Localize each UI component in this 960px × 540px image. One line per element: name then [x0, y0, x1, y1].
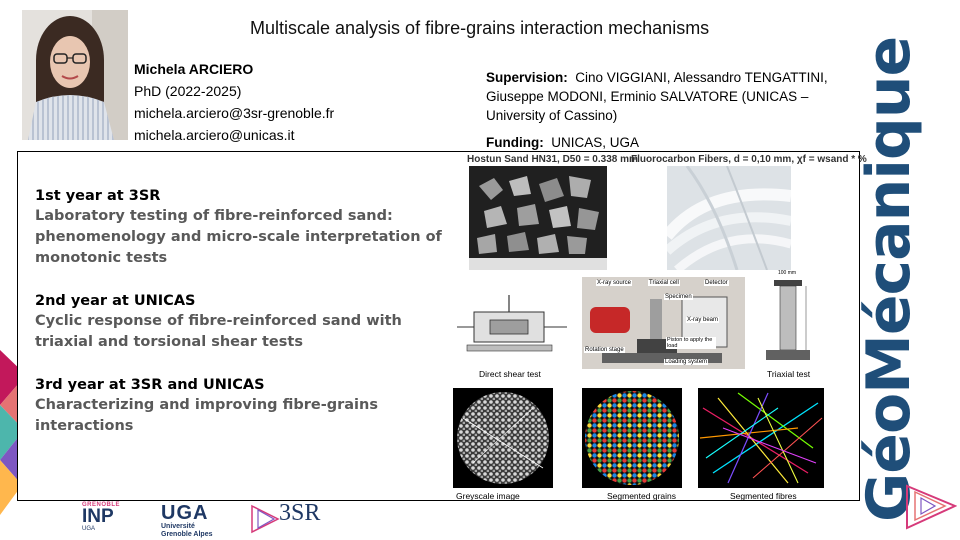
segmented-grains-caption: Segmented grains	[607, 491, 676, 501]
supervision-text: Cino VIGGIANI, Alessandro TENGATTINI, Gi…	[486, 70, 828, 123]
year-description: Characterizing and improving fibre-grain…	[35, 397, 378, 434]
logo-uga-text: UGA	[161, 502, 209, 524]
author-program: PhD (2022-2025)	[134, 83, 242, 99]
year-item-1: 1st year at 3SR Laboratory testing of fi…	[35, 186, 445, 269]
xray-label-cell: Triaxial cell	[648, 280, 680, 286]
3sr-triangle-icon	[251, 504, 280, 534]
xray-label-beam: X-ray beam	[686, 317, 720, 323]
greyscale-caption: Greyscale image	[456, 491, 520, 501]
segmented-fibres-image	[698, 388, 824, 488]
funding: Funding: UNICAS, UGA	[486, 133, 846, 152]
funding-label: Funding:	[486, 135, 544, 150]
xray-label-detector: Detector	[704, 280, 729, 286]
decorative-triangles-right	[906, 484, 957, 530]
xray-label-source: X-ray source	[596, 280, 633, 286]
year-description: Cyclic response of fibre-reinforced sand…	[35, 313, 402, 350]
triaxial-specimen-drawing	[766, 280, 810, 360]
fiber-figure-title: Fluorocarbon Fibers, d = 0,10 mm, χf = w…	[631, 154, 867, 165]
logo-inp-text: INP	[82, 506, 114, 527]
logo-uga-small-text: UGA	[82, 526, 96, 532]
triaxial-caption: Triaxial test	[767, 369, 811, 379]
logo-3sr-text: 3SR	[279, 500, 321, 526]
year-item-2: 2nd year at UNICAS Cyclic response of fi…	[35, 291, 445, 353]
author-info: Michela ARCIERO PhD (2022-2025) michela.…	[134, 58, 334, 146]
greyscale-ct-image	[453, 388, 553, 488]
xray-label-piston: Piston to apply the load	[666, 337, 716, 349]
sand-figure-title: Hostun Sand HN31, D50 = 0.338 mm	[467, 154, 638, 165]
funding-text: UNICAS, UGA	[551, 135, 640, 150]
year-heading: 3rd year at 3SR and UNICAS	[35, 377, 265, 393]
logo-uga-sub2: Grenoble Alpes	[161, 531, 213, 538]
logo-grenoble-text: GRENOBLE	[82, 502, 121, 508]
uga-logo: UGA Université Grenoble Alpes	[161, 503, 231, 539]
author-email-1[interactable]: michela.arciero@3sr-grenoble.fr	[134, 105, 335, 121]
geomecanique-text: GéoMécanique	[854, 36, 924, 522]
direct-shear-diagram	[452, 290, 577, 368]
logo-uga-sub1: Université	[161, 523, 195, 530]
fibers-image	[667, 166, 791, 270]
author-email-2[interactable]: michela.arciero@unicas.it	[134, 127, 295, 143]
year-heading: 2nd year at UNICAS	[35, 293, 196, 309]
year-description: Laboratory testing of fibre-reinforced s…	[35, 208, 442, 266]
direct-shear-caption: Direct shear test	[479, 369, 541, 379]
supervision-block: Supervision: Cino VIGGIANI, Alessandro T…	[486, 68, 846, 152]
segmented-fibres-caption: Segmented fibres	[730, 491, 797, 501]
xray-label-loading: Loading system	[664, 359, 709, 365]
year-list: 1st year at 3SR Laboratory testing of fi…	[35, 186, 445, 459]
author-photo	[22, 10, 128, 140]
xray-label-specimen: Specimen	[664, 294, 693, 300]
grenoble-inp-logo: GRENOBLE INP UGA	[82, 502, 142, 532]
geomecanique-logo: GéoMécanique	[854, 2, 927, 522]
author-name: Michela ARCIERO	[134, 61, 254, 77]
page-title: Multiscale analysis of fibre-grains inte…	[250, 18, 710, 38]
xray-label-rotation: Rotation stage	[584, 347, 625, 353]
triaxial-dimension-label: 100 mm	[778, 270, 797, 276]
supervision: Supervision: Cino VIGGIANI, Alessandro T…	[486, 68, 846, 125]
supervision-label: Supervision:	[486, 70, 568, 85]
year-item-3: 3rd year at 3SR and UNICAS Characterizin…	[35, 375, 445, 437]
segmented-grains-image	[582, 388, 682, 488]
xray-setup-image: X-ray source Triaxial cell Detector Spec…	[582, 277, 745, 369]
year-heading: 1st year at 3SR	[35, 188, 161, 204]
sand-sem-image	[469, 166, 607, 270]
